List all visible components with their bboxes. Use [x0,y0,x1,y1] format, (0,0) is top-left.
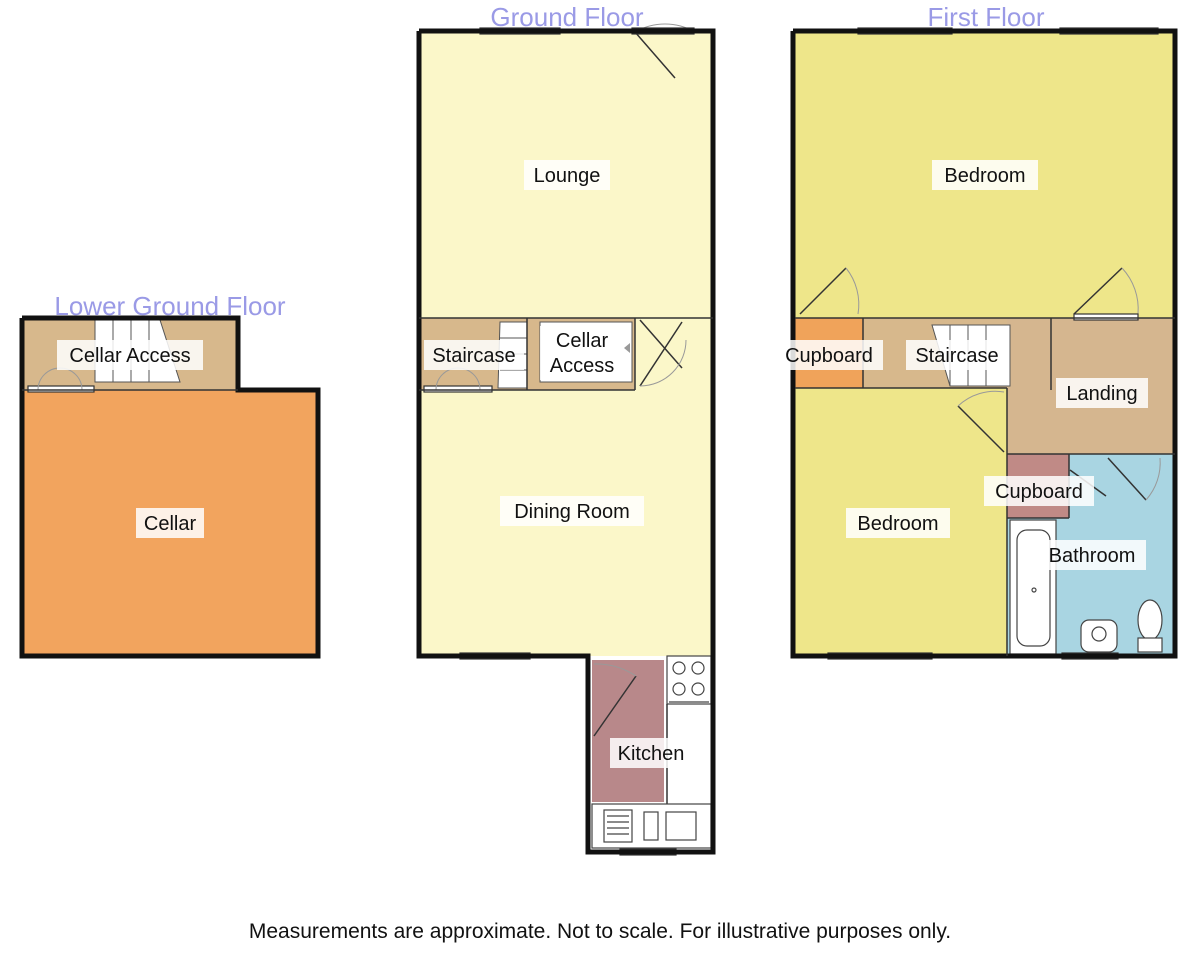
label-kitchen: Kitchen [618,743,685,765]
kitchen-floor [592,660,664,802]
label-cellar-access-ground-1: Cellar [556,330,609,352]
floor-title-ground: Ground Floor [490,2,644,32]
label-cellar-access-lower: Cellar Access [69,345,190,367]
first-floor: First Floor [775,2,1178,660]
kitchen-sink [591,803,712,849]
kitchen-hob [666,655,712,705]
toilet [1137,599,1163,653]
floor-title-first: First Floor [928,2,1045,32]
door-dining [639,319,687,387]
washbasin [1080,619,1118,653]
lower-ground-floor: Lower Ground Floor Cellar Access Cellar [19,291,321,659]
label-dining-room: Dining Room [514,501,630,523]
label-bedroom-front: Bedroom [944,165,1025,187]
label-lounge: Lounge [534,165,601,187]
label-cellar: Cellar [144,513,197,535]
label-cupboard-left: Cupboard [785,345,873,367]
door-bathroom [1107,457,1161,501]
door-bedroom-rear [957,390,1005,453]
door-kitchen [593,663,637,737]
label-bathroom: Bathroom [1049,545,1136,567]
ground-floor: Ground Floor [416,2,716,856]
label-cellar-access-ground-2: Access [550,355,614,377]
door-bedroom-front-left [799,267,860,315]
label-staircase-ground: Staircase [432,345,515,367]
room-hall-ground [635,318,713,390]
label-cupboard-right: Cupboard [995,481,1083,503]
label-bedroom-rear: Bedroom [857,513,938,535]
label-landing: Landing [1066,383,1137,405]
disclaimer: Measurements are approximate. Not to sca… [248,920,952,943]
door-bedroom-front-right [1073,267,1139,321]
label-staircase-first: Staircase [915,345,998,367]
